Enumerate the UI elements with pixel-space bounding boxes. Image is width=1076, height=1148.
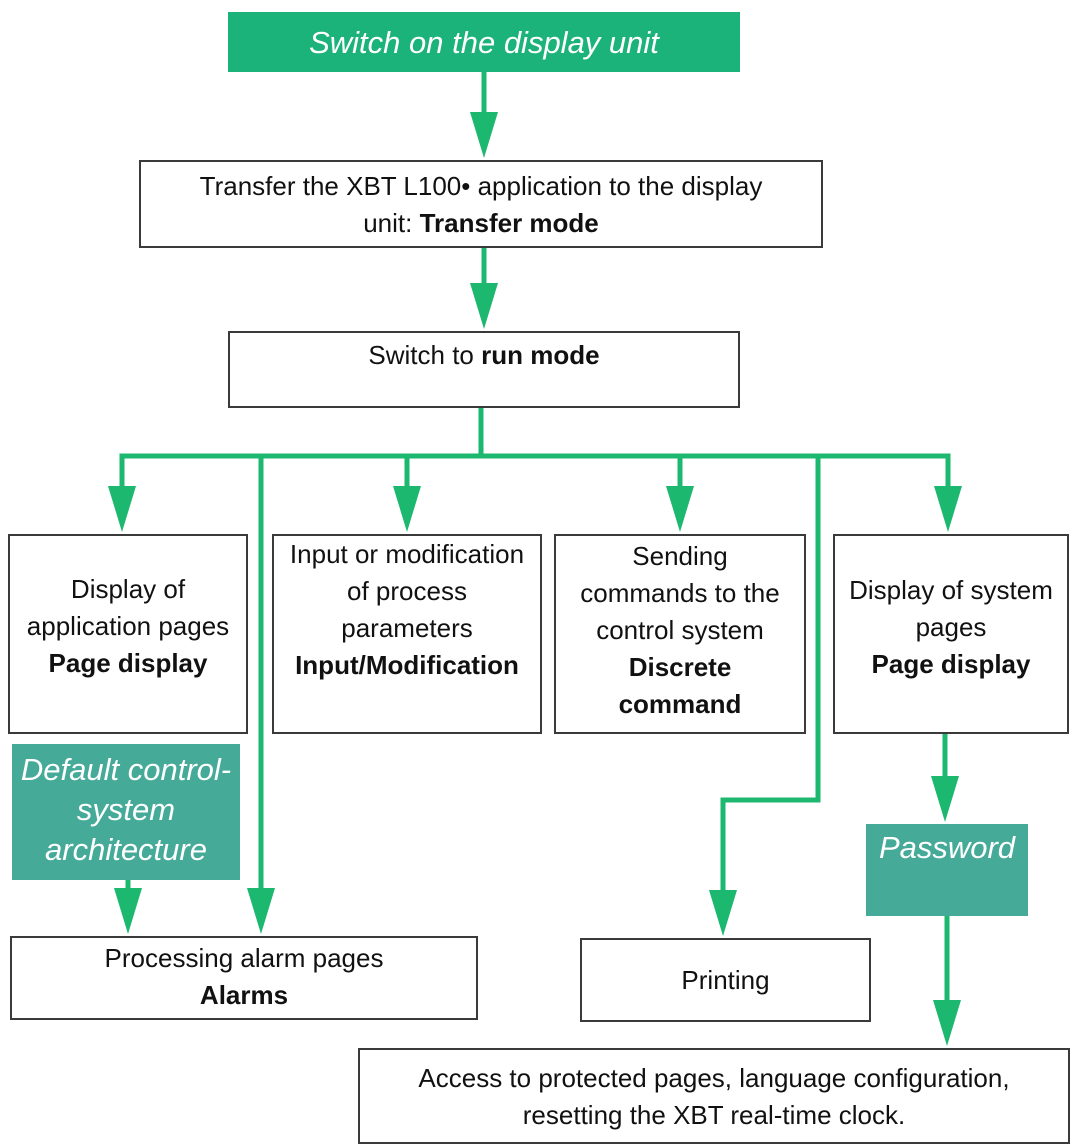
transfer-mode-bold: Transfer mode	[419, 208, 599, 238]
default-architecture-line1: Default control-	[20, 752, 232, 787]
default-architecture-node: Default control- system architecture	[12, 744, 240, 880]
arrow-commands	[666, 486, 694, 532]
printing-node: Printing	[580, 938, 871, 1022]
protected-pages-node: Access to protected pages, language conf…	[358, 1048, 1070, 1144]
password-node: Password	[866, 824, 1028, 916]
app-pages-line2: application pages	[26, 611, 230, 641]
commands-line3: control system	[596, 615, 764, 645]
input-mod-line2: of process	[347, 576, 467, 606]
input-mod-bold: Input/Modification	[295, 650, 519, 680]
transfer-mode-node: Transfer the XBT L100• application to th…	[139, 160, 823, 248]
alarms-node: Processing alarm pages Alarms	[10, 936, 478, 1020]
commands-line2: commands to the	[580, 578, 780, 608]
app-pages-bold: Page display	[48, 648, 208, 678]
commands-bold1: Discrete	[628, 652, 732, 682]
run-mode-label: Switch to run mode	[368, 337, 599, 374]
arrow-system-password	[931, 776, 959, 822]
input-mod-node: Input or modification of process paramet…	[272, 534, 542, 734]
app-pages-node: Display of application pages Page displa…	[8, 534, 248, 734]
arrow-bus-alarms	[247, 888, 275, 934]
arrow-system-pages	[934, 486, 962, 532]
commands-bold2: command	[618, 689, 742, 719]
input-mod-line1: Input or modification	[289, 539, 525, 569]
default-architecture-line2: system	[76, 792, 176, 827]
system-pages-line2: pages	[915, 612, 987, 642]
arrow-printing	[709, 890, 737, 936]
app-pages-line1: Display of	[70, 574, 186, 604]
protected-pages-line2: resetting the XBT real-time clock.	[522, 1100, 906, 1130]
switch-on-label: Switch on the display unit	[309, 24, 659, 60]
transfer-mode-line2: unit: Transfer mode	[363, 205, 599, 242]
arrow-password-protected	[933, 1000, 961, 1046]
default-architecture-line3: architecture	[45, 832, 207, 867]
arrow-start-transfer	[470, 112, 498, 158]
switch-on-node: Switch on the display unit	[228, 12, 740, 72]
arrow-input-mod	[393, 486, 421, 532]
transfer-mode-line1: Transfer the XBT L100• application to th…	[199, 171, 763, 201]
arrow-transfer-run	[470, 283, 498, 329]
run-mode-prefix: Switch to	[368, 340, 482, 370]
alarms-line1: Processing alarm pages	[104, 943, 384, 973]
system-pages-node: Display of system pages Page display	[833, 534, 1069, 734]
system-pages-line1: Display of system	[849, 575, 1053, 605]
system-pages-bold: Page display	[871, 649, 1031, 679]
printing-label: Printing	[681, 964, 770, 995]
arrow-architecture-alarms	[114, 888, 142, 934]
protected-pages-line1: Access to protected pages, language conf…	[418, 1063, 1010, 1093]
commands-node: Sending commands to the control system D…	[554, 534, 806, 734]
password-label: Password	[878, 830, 1016, 865]
alarms-bold: Alarms	[199, 980, 289, 1010]
commands-line1: Sending	[632, 541, 728, 571]
run-mode-bold: run mode	[481, 340, 600, 370]
transfer-mode-prefix: unit:	[363, 208, 420, 238]
run-mode-node: Switch to run mode	[228, 331, 740, 408]
arrow-app-pages	[108, 486, 136, 532]
input-mod-line3: parameters	[341, 613, 473, 643]
